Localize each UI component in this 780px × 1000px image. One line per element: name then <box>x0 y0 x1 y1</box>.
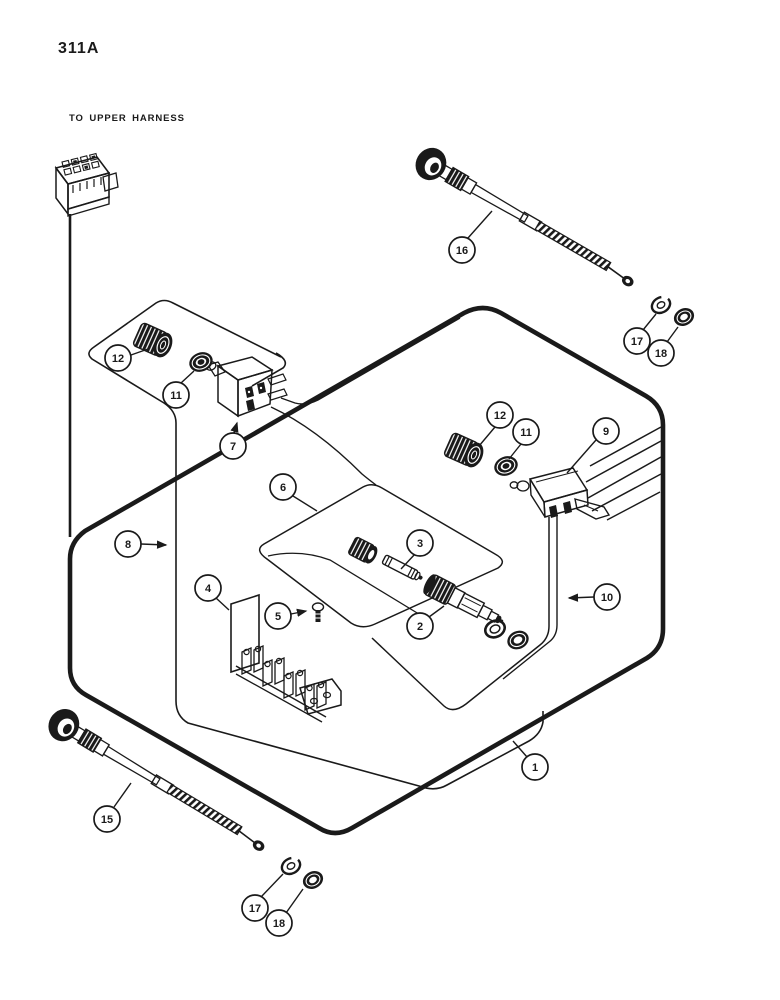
harness-branch-left <box>88 299 544 790</box>
lighter-washer <box>484 619 506 639</box>
push-switch-7 <box>205 356 288 418</box>
knob-left <box>132 322 173 358</box>
svg-text:10: 10 <box>601 592 613 604</box>
svg-text:15: 15 <box>101 814 113 826</box>
upper-harness-connector <box>54 152 119 537</box>
harness-wires <box>371 426 662 711</box>
nut-top <box>673 308 695 326</box>
callout-18-bottom: 18 <box>265 909 293 937</box>
fuse-block <box>235 644 342 723</box>
upper-harness-label: TO UPPER HARNESS <box>69 113 185 124</box>
svg-text:11: 11 <box>170 390 182 402</box>
connector-pins <box>61 152 100 176</box>
callout-16: 16 <box>448 236 476 264</box>
callout-17-top: 17 <box>623 327 651 355</box>
nut-right <box>494 456 518 476</box>
svg-text:6: 6 <box>280 482 286 494</box>
svg-text:1: 1 <box>532 762 538 774</box>
fuse-block-foot <box>299 678 342 715</box>
callout-9: 9 <box>592 417 620 445</box>
svg-text:2: 2 <box>417 621 423 633</box>
callout-5: 5 <box>264 602 292 630</box>
callout-8: 8 <box>114 530 142 558</box>
cigarette-lighter <box>423 574 504 624</box>
svg-text:8: 8 <box>125 539 131 551</box>
callout-12-right: 12 <box>486 401 514 429</box>
fuse-holder-cap <box>348 536 378 564</box>
nut-left <box>189 352 213 372</box>
svg-text:4: 4 <box>205 583 212 595</box>
svg-text:9: 9 <box>603 426 609 438</box>
svg-text:12: 12 <box>112 353 124 365</box>
callout-7: 7 <box>219 432 247 460</box>
callout-10: 10 <box>593 583 621 611</box>
main-harness-outline <box>67 305 666 836</box>
svg-text:12: 12 <box>494 410 506 422</box>
wire-to-switch-7 <box>280 317 461 405</box>
svg-text:17: 17 <box>631 336 643 348</box>
page-code: 311A <box>58 40 100 57</box>
fuse <box>381 554 423 581</box>
callout-17-bottom: 17 <box>241 894 269 922</box>
callout-18-top: 18 <box>647 339 675 367</box>
svg-text:3: 3 <box>417 538 423 550</box>
svg-text:11: 11 <box>520 427 532 439</box>
harness-loop-middle <box>258 484 504 628</box>
lock-washer-bottom <box>280 856 302 876</box>
wire-from-switch-7 <box>270 406 377 486</box>
svg-text:18: 18 <box>655 348 667 360</box>
nut-bottom <box>302 871 324 889</box>
callout-11-left: 11 <box>162 381 190 409</box>
svg-text:7: 7 <box>230 441 236 453</box>
callout-1: 1 <box>521 753 549 781</box>
callout-12-left: 12 <box>104 344 132 372</box>
callout-6: 6 <box>269 473 297 501</box>
svg-text:5: 5 <box>275 611 281 623</box>
svg-text:16: 16 <box>456 245 468 257</box>
lock-washer-top <box>650 295 672 315</box>
knob-right <box>443 432 484 468</box>
choke-cable-16 <box>415 147 634 287</box>
callout-15: 15 <box>93 805 121 833</box>
callout-4: 4 <box>194 574 222 602</box>
choke-cable-15 <box>48 709 265 851</box>
svg-text:18: 18 <box>273 918 285 930</box>
screw <box>311 602 325 622</box>
callout-leaders <box>113 210 679 914</box>
callout-2: 2 <box>406 612 434 640</box>
wire-switch9-down <box>371 517 550 711</box>
mounting-bracket <box>230 593 260 674</box>
callout-3: 3 <box>406 529 434 557</box>
switch-9 <box>509 467 611 520</box>
svg-text:17: 17 <box>249 903 261 915</box>
callout-11-right: 11 <box>512 418 540 446</box>
lighter-nut <box>507 630 529 650</box>
